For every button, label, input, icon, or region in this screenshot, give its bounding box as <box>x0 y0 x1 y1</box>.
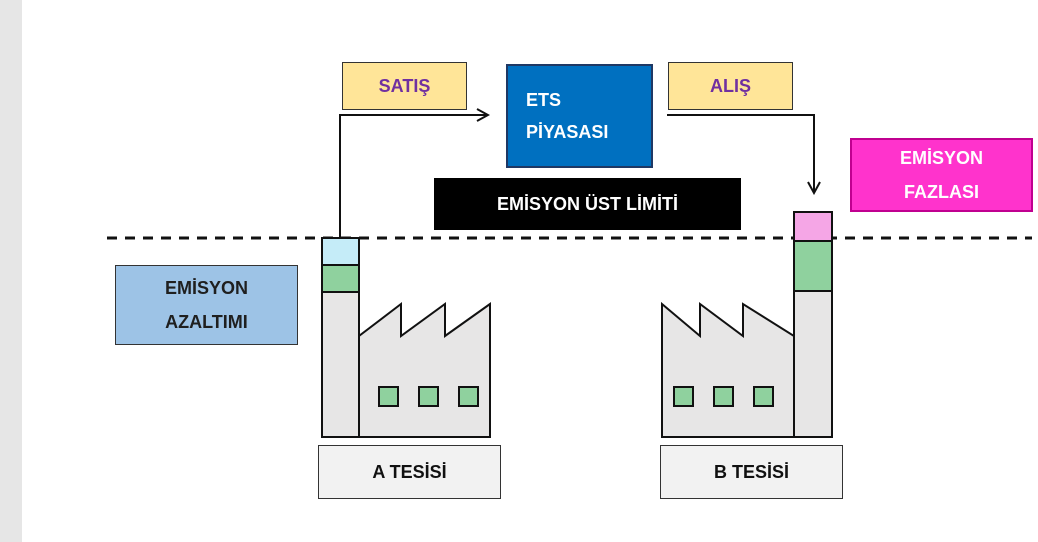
arrow-right-icon <box>339 115 487 238</box>
factory-b-icon <box>661 211 833 438</box>
diagram-canvas: SATIŞ ETS PİYASASI ALIŞ EMİSYON FAZLASI … <box>22 0 1038 542</box>
facility-a-label: A TESİSİ <box>318 445 501 499</box>
emission-cap-label: EMİSYON ÜST LİMİTİ <box>434 178 741 230</box>
facility-b-label: B TESİSİ <box>660 445 843 499</box>
diagram-art <box>107 0 1032 438</box>
purchase-label: ALIŞ <box>668 62 793 110</box>
emission-excess-box: EMİSYON FAZLASI <box>850 138 1033 212</box>
emission-reduction-box: EMİSYON AZALTIMI <box>115 265 298 345</box>
factory-a-icon <box>321 237 491 438</box>
ets-market-box: ETS PİYASASI <box>506 64 653 168</box>
arrow-down-icon <box>667 114 814 192</box>
sale-label: SATIŞ <box>342 62 467 110</box>
